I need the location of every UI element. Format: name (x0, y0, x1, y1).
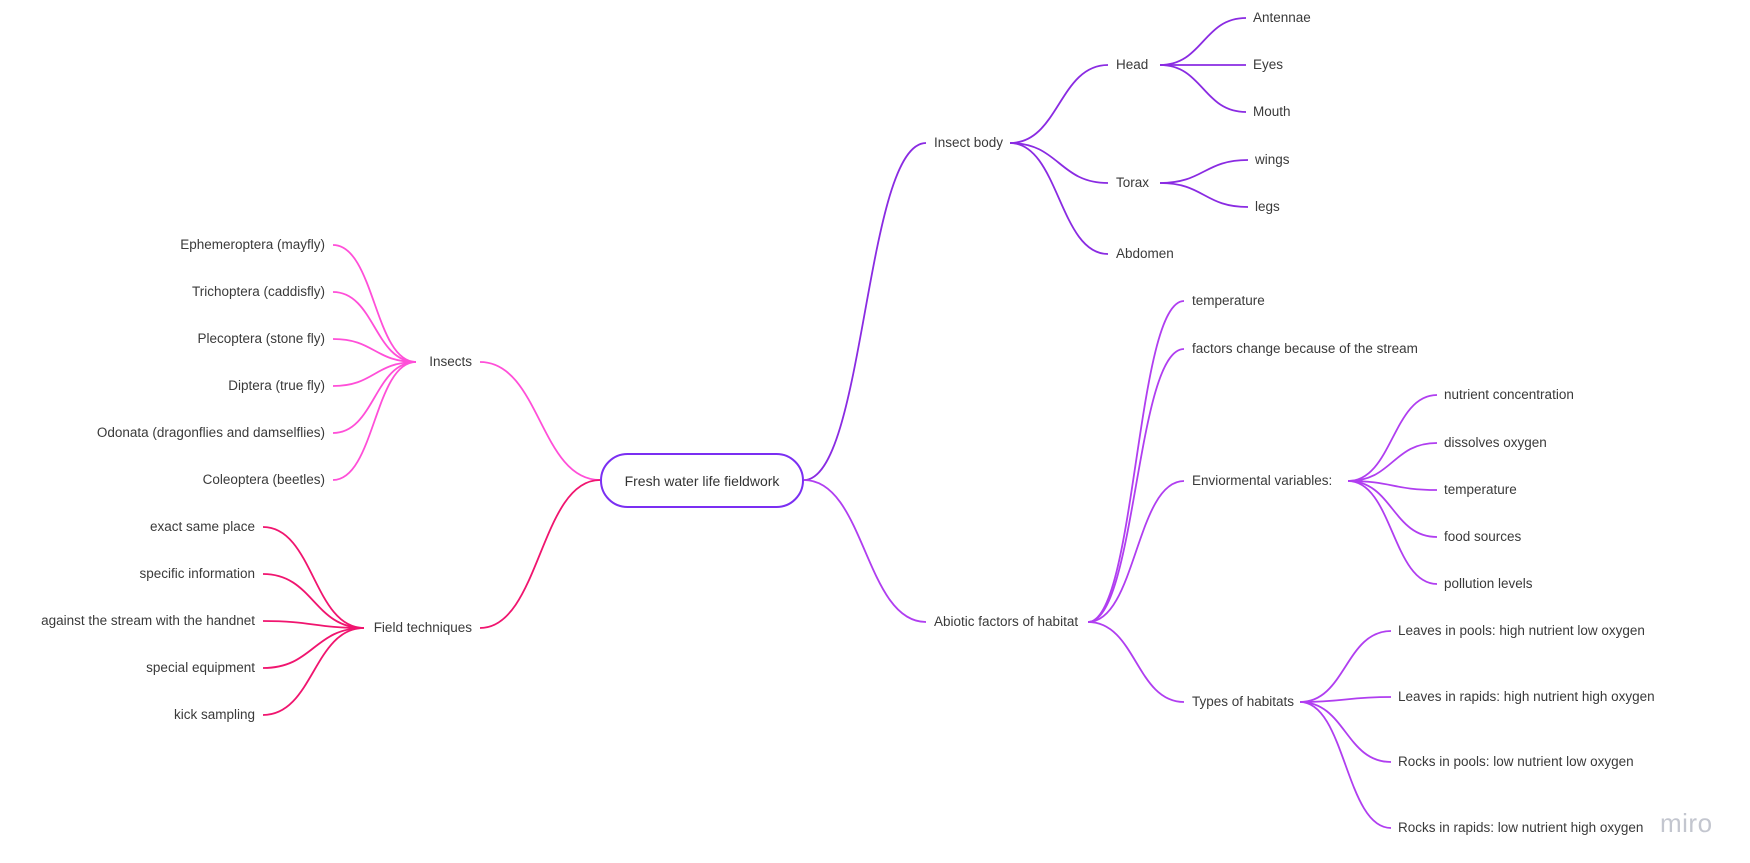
connector-1-3-0 (1299, 630, 1392, 703)
node-insect-body[interactable]: Insect body (934, 135, 1004, 150)
connector-0-0 (1009, 64, 1109, 144)
connector-1-2 (1087, 480, 1185, 623)
connector-left-0-2 (332, 338, 417, 363)
connector-root-left-1 (479, 479, 601, 629)
leaf-trichoptera-caddisfly[interactable]: Trichoptera (caddisfly) (191, 284, 325, 299)
node-enviormental-variables[interactable]: Enviormental variables: (1192, 473, 1333, 488)
miro-logo: miro (1660, 808, 1713, 838)
node-types-of-habitats[interactable]: Types of habitats (1192, 694, 1295, 709)
node-abdomen[interactable]: Abdomen (1116, 246, 1174, 261)
leaf-dissolves-oxygen[interactable]: dissolves oxygen (1444, 435, 1547, 450)
leaf-rocks-in-rapids-low-nutrient-high-oxygen[interactable]: Rocks in rapids: low nutrient high oxyge… (1398, 820, 1644, 835)
connector-left-0-1 (332, 291, 417, 363)
leaf-ephemeroptera-mayfly[interactable]: Ephemeroptera (mayfly) (180, 237, 325, 252)
node-factors-change-because-of-the-stream[interactable]: factors change because of the stream (1192, 341, 1418, 356)
leaf-kick-sampling[interactable]: kick sampling (173, 707, 255, 722)
connector-left-1-2 (262, 620, 365, 629)
node-insects[interactable]: Insects (429, 354, 472, 369)
node-abiotic-factors-of-habitat[interactable]: Abiotic factors of habitat (934, 614, 1079, 629)
connector-left-1-3 (262, 627, 365, 669)
leaf-leaves-in-pools-high-nutrient-low-oxygen[interactable]: Leaves in pools: high nutrient low oxyge… (1398, 623, 1645, 638)
connector-0-1 (1009, 142, 1109, 184)
connector-0-2 (1009, 142, 1109, 255)
connector-left-0-5 (332, 361, 417, 481)
node-field-techniques[interactable]: Field techniques (373, 620, 472, 635)
connector-root-1 (803, 479, 927, 623)
leaf-legs[interactable]: legs (1255, 199, 1280, 214)
leaf-food-sources[interactable]: food sources (1444, 529, 1522, 544)
root-node-label: Fresh water life fieldwork (624, 472, 780, 489)
connector-root-left-0 (479, 361, 601, 481)
leaf-diptera-true-fly[interactable]: Diptera (true fly) (228, 378, 325, 393)
connector-0-1-1 (1159, 182, 1249, 208)
connector-1-2-3 (1347, 480, 1438, 538)
leaf-special-equipment[interactable]: special equipment (146, 660, 255, 675)
node-temperature[interactable]: temperature (1192, 293, 1265, 308)
node-torax[interactable]: Torax (1116, 175, 1150, 190)
connector-1-2-2 (1347, 480, 1438, 491)
connector-left-1-1 (262, 573, 365, 629)
leaf-specific-information[interactable]: specific information (139, 566, 255, 581)
leaf-plecoptera-stone-fly[interactable]: Plecoptera (stone fly) (197, 331, 325, 346)
connector-1-1 (1087, 348, 1185, 623)
connector-left-1-0 (262, 526, 365, 629)
leaf-mouth[interactable]: Mouth (1253, 104, 1291, 119)
leaf-coleoptera-beetles[interactable]: Coleoptera (beetles) (202, 472, 325, 487)
leaf-nutrient-concentration[interactable]: nutrient concentration (1444, 387, 1574, 402)
connector-1-2-0 (1347, 394, 1438, 482)
connector-1-2-1 (1347, 442, 1438, 482)
connector-0-0-0 (1159, 17, 1247, 66)
connector-1-0 (1087, 300, 1185, 623)
connector-1-3-3 (1299, 701, 1392, 829)
leaf-against-the-stream-with-the-handnet[interactable]: against the stream with the handnet (41, 613, 255, 628)
connector-left-0-3 (332, 361, 417, 387)
leaf-rocks-in-pools-low-nutrient-low-oxygen[interactable]: Rocks in pools: low nutrient low oxygen (1398, 754, 1634, 769)
leaf-temperature[interactable]: temperature (1444, 482, 1517, 497)
leaf-pollution-levels[interactable]: pollution levels (1444, 576, 1533, 591)
connector-1-3-1 (1299, 696, 1392, 703)
connector-left-0-4 (332, 361, 417, 434)
connector-1-2-4 (1347, 480, 1438, 585)
leaf-exact-same-place[interactable]: exact same place (149, 519, 255, 534)
connector-1-3-2 (1299, 701, 1392, 763)
leaf-odonata-dragonflies-and-damselflies[interactable]: Odonata (dragonflies and damselflies) (96, 425, 325, 440)
leaf-wings[interactable]: wings (1255, 152, 1290, 167)
connector-0-0-2 (1159, 64, 1247, 113)
connector-left-1-4 (262, 627, 365, 716)
node-head[interactable]: Head (1116, 57, 1149, 72)
connector-left-0-0 (332, 244, 417, 363)
connector-1-3 (1087, 621, 1185, 703)
leaf-antennae[interactable]: Antennae (1253, 10, 1311, 25)
root-node[interactable]: Fresh water life fieldwork (600, 453, 804, 508)
leaf-eyes[interactable]: Eyes (1253, 57, 1284, 72)
connector-root-0 (803, 142, 927, 481)
leaf-leaves-in-rapids-high-nutrient-high-oxygen[interactable]: Leaves in rapids: high nutrient high oxy… (1398, 689, 1655, 704)
connector-0-1-0 (1159, 159, 1249, 184)
